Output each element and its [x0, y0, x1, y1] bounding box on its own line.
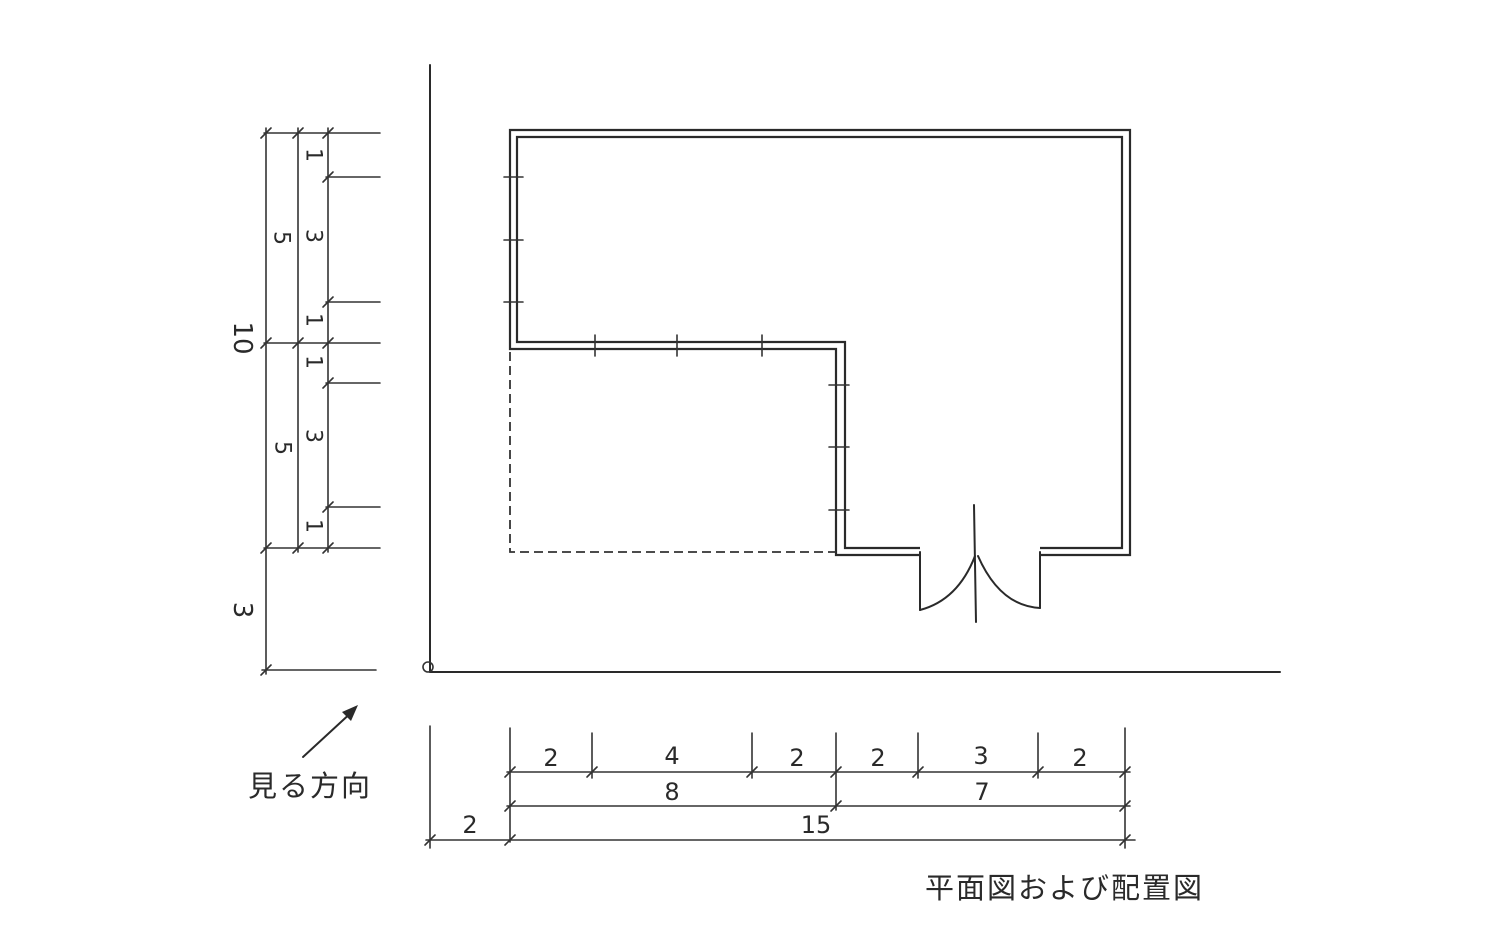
arrow-up-right-icon [302, 709, 355, 758]
dimension-label-left-inner: 1 [301, 313, 326, 327]
dimension-label-bottom-row1: 4 [664, 742, 679, 770]
dimension-slashes [260, 127, 334, 676]
dimension-label-left-inner: 1 [301, 519, 326, 533]
dimension-label-bottom-row2: 7 [974, 778, 989, 806]
origin-marker [422, 661, 434, 673]
dimension-label-left-inner: 3 [301, 229, 326, 243]
wall-inner-line [515, 135, 1124, 550]
arrow-head [342, 705, 358, 721]
dimension-label-left-outer: 3 [227, 602, 257, 619]
dimension-label-left-inner: 1 [301, 355, 326, 369]
dimension-label-bottom-row1: 2 [870, 744, 885, 772]
dimension-label-left-inner: 3 [301, 429, 326, 443]
dimension-label-bottom-row3: 2 [462, 811, 477, 839]
building-walls [508, 128, 1132, 557]
door-swing-arc-right [977, 555, 1041, 609]
dashed-open-area [509, 352, 836, 553]
dimension-label-bottom-row1: 2 [789, 744, 804, 772]
bottom-dimension-chain: 2 4 2 2 3 2 8 7 2 15 [424, 725, 1136, 849]
wall-grid-ticks [503, 176, 850, 511]
dimension-label-bottom-row3: 15 [801, 811, 832, 839]
entrance-door [919, 504, 1041, 623]
dimension-label-left-inner: 1 [301, 148, 326, 162]
dimension-label-bottom-row1: 2 [1072, 744, 1087, 772]
dimension-label-bottom-row1: 3 [973, 742, 988, 770]
dimension-label-left-outer: 10 [227, 321, 257, 354]
view-direction: 見る方向 [248, 705, 372, 803]
site-axes [422, 64, 1281, 673]
left-dimension-chain: 10 3 5 5 1 3 1 1 3 1 [227, 127, 381, 676]
door-leaves [973, 504, 977, 623]
dimension-label-left-middle: 5 [269, 231, 294, 245]
dimension-label-bottom-row2: 8 [664, 778, 679, 806]
dimension-label-left-middle: 5 [270, 441, 295, 455]
door-swing-arc-left [919, 555, 976, 611]
view-direction-label: 見る方向 [248, 769, 372, 803]
drawing-caption: 平面図および配置図 [925, 871, 1204, 905]
dimension-slashes [424, 766, 1131, 846]
dimension-label-bottom-row1: 2 [543, 744, 558, 772]
